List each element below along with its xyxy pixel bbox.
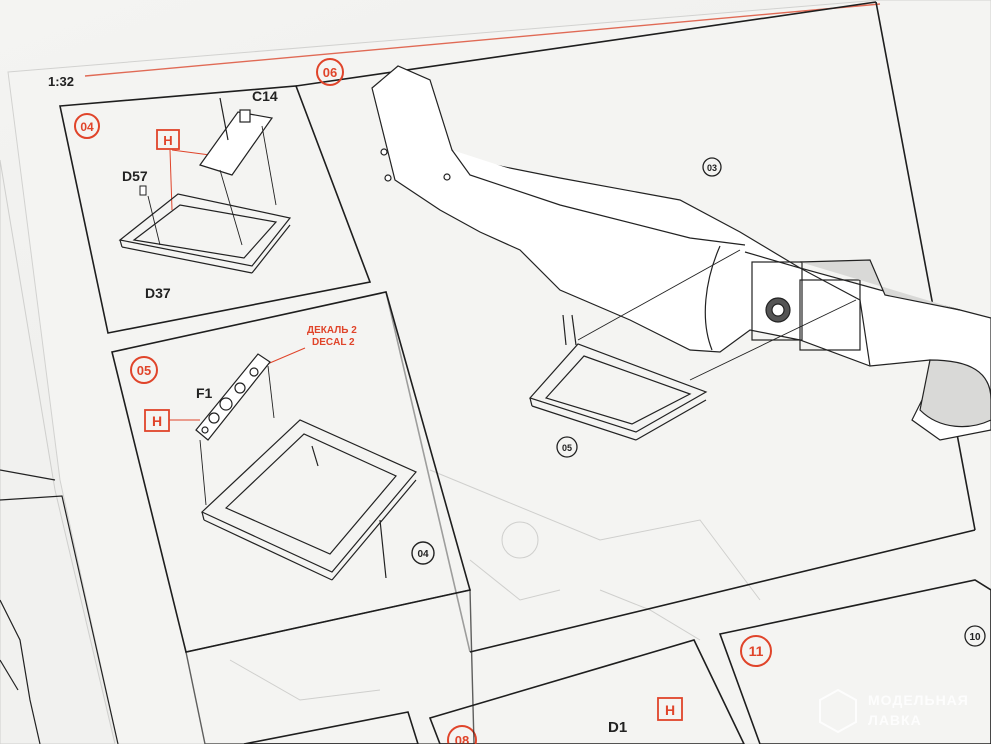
step-11-panel: 11 10 — [718, 579, 991, 744]
shop-watermark: МОДЕЛЬНАЯ ЛАВКА — [819, 688, 969, 734]
step-08-number: 08 — [455, 733, 469, 744]
step-05-paint-code: H — [152, 413, 162, 429]
part-d57-drawing — [139, 185, 147, 196]
scale-label: 1:32 — [48, 74, 74, 89]
main-sheet — [7, 0, 991, 744]
lower-left-panel — [185, 589, 475, 744]
header-rule — [84, 3, 881, 77]
step-05-panel: 05 H ДЕКАЛЬ 2 DECAL 2 F1 — [111, 291, 472, 653]
watermark-line-1: МОДЕЛЬНАЯ — [868, 692, 969, 708]
cockpit-frame-drawing — [200, 419, 417, 581]
left-sheet-panels — [0, 469, 119, 744]
step-05-ref-04: 04 — [417, 549, 429, 560]
part-d57-label: D57 — [122, 168, 148, 184]
step-04-panel: 04 H C14 D57 D37 — [59, 85, 372, 334]
fuselage-half-drawing — [371, 65, 991, 441]
part-d37-label: D37 — [145, 285, 171, 301]
step-06-ref-05: 05 — [562, 443, 572, 453]
part-c14-drawing — [199, 97, 274, 176]
step-11-ref-10: 10 — [969, 632, 981, 643]
left-sheet — [0, 159, 116, 744]
part-c14-label: C14 — [252, 88, 278, 104]
step-05-decal-en: DECAL 2 — [312, 337, 355, 348]
step-08-panel: 08 D1 H — [428, 639, 745, 744]
part-d1-label: D1 — [608, 719, 627, 736]
step-04-number: 04 — [80, 120, 94, 134]
watermark-line-2: ЛАВКА — [868, 712, 922, 728]
step-06-number: 06 — [323, 65, 337, 80]
step-04-paint-code: H — [163, 133, 172, 148]
step-06-frame-drawing — [528, 314, 708, 441]
step-05-number: 05 — [137, 363, 151, 378]
part-f1-drawing — [195, 353, 271, 441]
part-f1-label: F1 — [196, 385, 213, 401]
step-06-ref-03: 03 — [707, 163, 717, 173]
part-d37-drawing — [118, 193, 292, 274]
step-05-decal-ru: ДЕКАЛЬ 2 — [307, 325, 357, 336]
step-11-number: 11 — [749, 643, 764, 659]
step-08-paint-code: H — [665, 702, 675, 718]
step-07-panel — [243, 711, 419, 744]
step-06-panel: 06 03 05 — [295, 1, 991, 653]
background-ghost-lines — [229, 469, 761, 701]
